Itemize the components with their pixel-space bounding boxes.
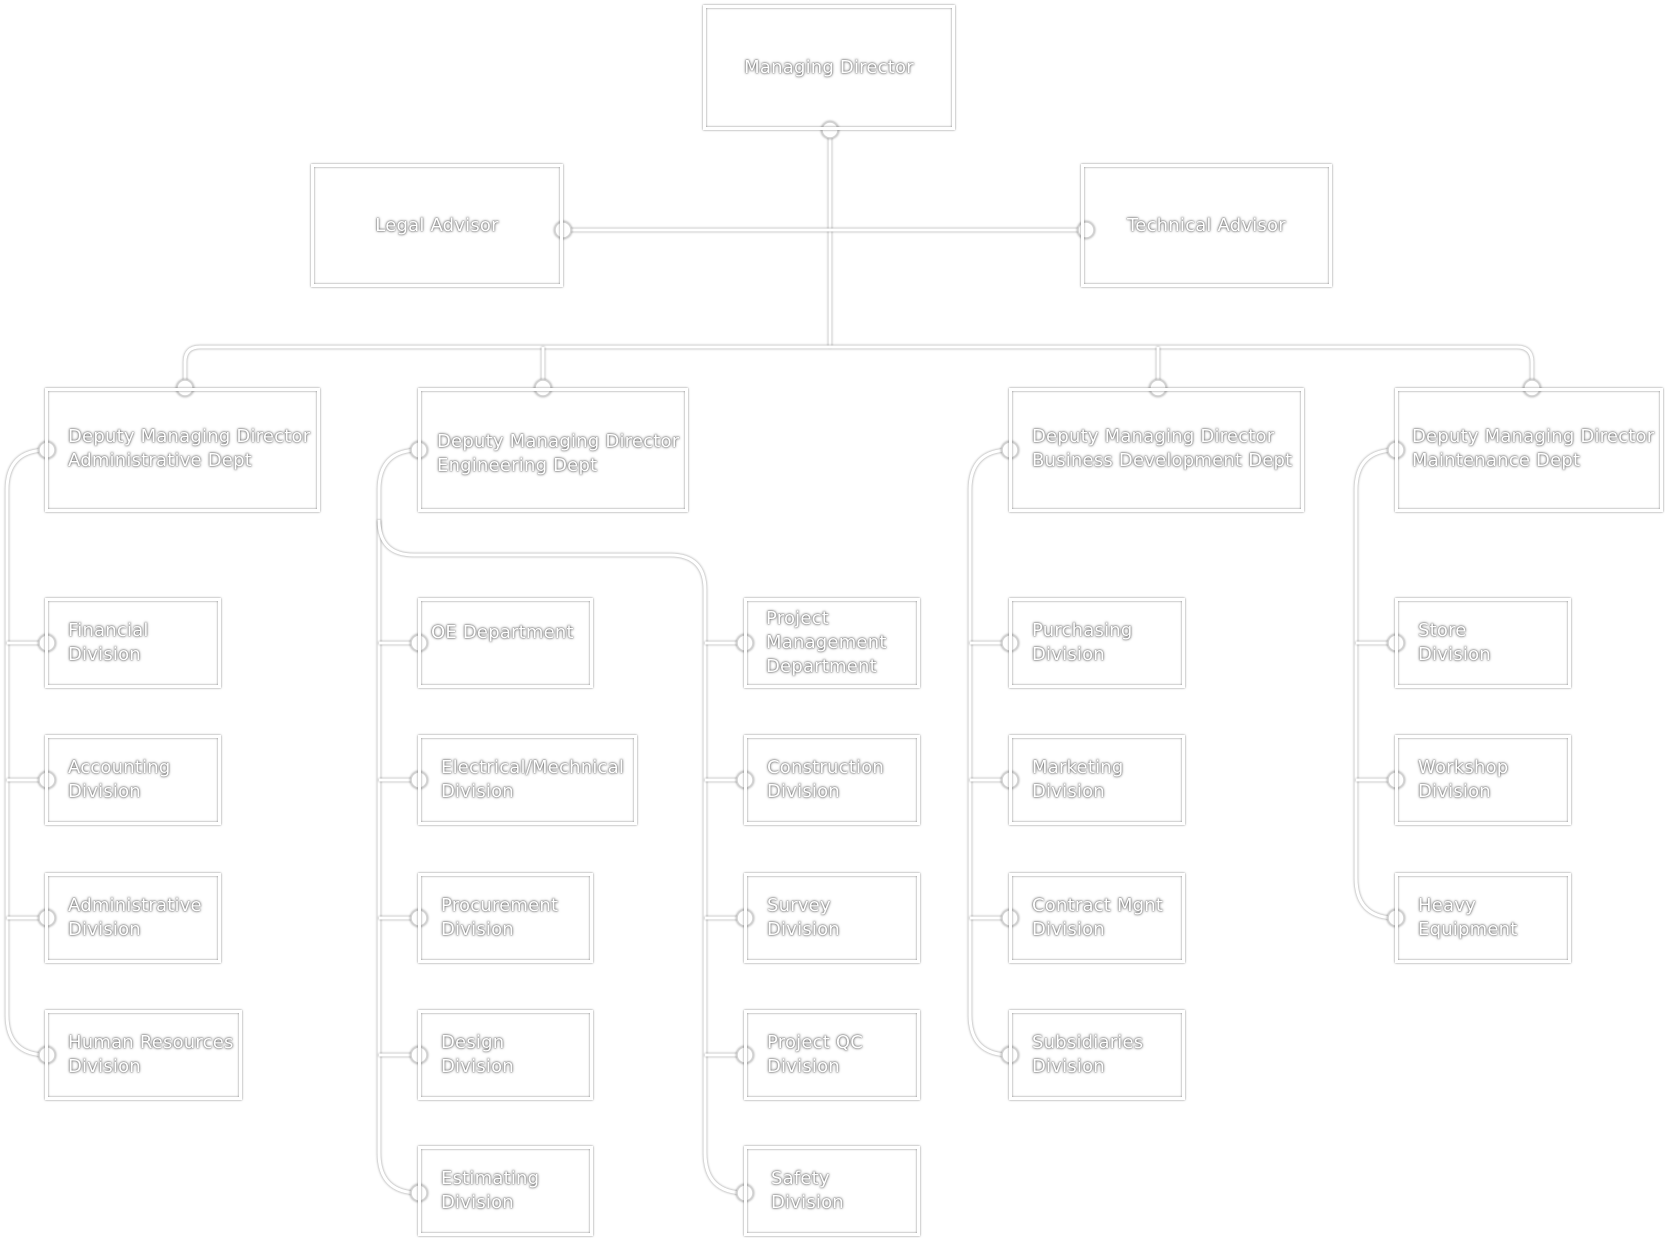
- survey-line2: Division: [767, 919, 840, 940]
- design-line1: Design: [441, 1032, 505, 1053]
- deputy-engineering-line2: Engineering Dept: [437, 455, 598, 476]
- project-qc-line2: Division: [767, 1056, 840, 1077]
- heavy-equipment-line2: Equipment: [1418, 919, 1518, 940]
- subsidiaries-line2: Division: [1032, 1056, 1105, 1077]
- marketing-line1: Marketing: [1032, 757, 1124, 778]
- subsidiaries-division-box[interactable]: Subsidiaries Division: [1009, 1010, 1185, 1100]
- accounting-line1: Accounting: [68, 757, 171, 778]
- heavy-equipment-box[interactable]: Heavy Equipment: [1395, 873, 1571, 963]
- electrical-line1: Electrical/Mechnical: [441, 757, 625, 778]
- accounting-division-box[interactable]: Accounting Division: [45, 735, 221, 825]
- design-division-box[interactable]: Design Division: [418, 1010, 593, 1100]
- workshop-line2: Division: [1418, 781, 1491, 802]
- connector-business-spine: [968, 448, 1011, 1057]
- connector-admin-spine: [5, 448, 48, 1057]
- managing-director-label: Managing Director: [744, 56, 914, 78]
- technical-advisor-label: Technical Advisor: [1127, 214, 1286, 236]
- deputy-maintenance-line2: Maintenance Dept: [1412, 450, 1581, 471]
- connector-maint-spine: [1354, 448, 1397, 920]
- survey-division-box[interactable]: Survey Division: [744, 873, 920, 963]
- procurement-line1: Procurement: [441, 895, 559, 916]
- deputy-business-box[interactable]: Deputy Managing Director Business Develo…: [1009, 388, 1304, 512]
- store-division-box[interactable]: Store Division: [1395, 598, 1571, 688]
- project-mgmt-line3: Department: [766, 656, 877, 677]
- subsidiaries-line1: Subsidiaries: [1032, 1032, 1144, 1053]
- estimating-division-box[interactable]: Estimating Division: [418, 1146, 593, 1236]
- legal-advisor-label: Legal Advisor: [375, 214, 499, 236]
- human-resources-line1: Human Resources: [68, 1032, 234, 1053]
- financial-line1: Financial: [68, 620, 149, 641]
- safety-line2: Division: [771, 1192, 844, 1213]
- legal-advisor-box[interactable]: Legal Advisor: [311, 164, 563, 287]
- construction-division-box[interactable]: Construction Division: [744, 735, 920, 825]
- deputy-maintenance-line1: Deputy Managing Director: [1412, 426, 1655, 447]
- store-line2: Division: [1418, 644, 1491, 665]
- connector-eng-spine-b: [377, 519, 746, 1195]
- technical-advisor-box[interactable]: Technical Advisor: [1081, 164, 1332, 287]
- workshop-division-box[interactable]: Workshop Division: [1395, 735, 1571, 825]
- purchasing-line2: Division: [1032, 644, 1105, 665]
- port-legal-advisor: [554, 221, 572, 239]
- financial-division-box[interactable]: Financial Division: [45, 598, 221, 688]
- electrical-division-box[interactable]: Electrical/Mechnical Division: [418, 735, 637, 825]
- project-mgmt-line2: Management: [766, 632, 887, 653]
- contract-line1: Contract Mgnt: [1032, 895, 1164, 916]
- deputy-business-line1: Deputy Managing Director: [1032, 426, 1275, 447]
- human-resources-line2: Division: [68, 1056, 141, 1077]
- project-management-department-box[interactable]: Project Management Department: [744, 598, 920, 688]
- electrical-line2: Division: [441, 781, 514, 802]
- administrative-division-box[interactable]: Administrative Division: [45, 873, 221, 963]
- port-managing-director: [821, 121, 839, 139]
- heavy-equipment-line1: Heavy: [1418, 895, 1476, 916]
- contract-line2: Division: [1032, 919, 1105, 940]
- estimating-line1: Estimating: [441, 1168, 540, 1189]
- purchasing-line1: Purchasing: [1032, 620, 1133, 641]
- accounting-line2: Division: [68, 781, 141, 802]
- deputy-admin-box[interactable]: Deputy Managing Director Administrative …: [45, 388, 320, 512]
- contract-mgnt-division-box[interactable]: Contract Mgnt Division: [1009, 873, 1185, 963]
- marketing-line2: Division: [1032, 781, 1105, 802]
- human-resources-division-box[interactable]: Human Resources Division: [45, 1010, 242, 1100]
- connector-eng-spine-a: [377, 448, 420, 1195]
- store-line1: Store: [1418, 620, 1467, 641]
- survey-line1: Survey: [767, 895, 831, 916]
- deputy-maintenance-box[interactable]: Deputy Managing Director Maintenance Dep…: [1395, 388, 1663, 512]
- procurement-line2: Division: [441, 919, 514, 940]
- construction-line2: Division: [767, 781, 840, 802]
- connector-deputy-bus: [183, 345, 1534, 388]
- purchasing-division-box[interactable]: Purchasing Division: [1009, 598, 1185, 688]
- project-qc-line1: Project QC: [767, 1032, 864, 1053]
- deputy-admin-line2: Administrative Dept: [68, 450, 252, 471]
- safety-line1: Safety: [771, 1168, 830, 1189]
- workshop-line1: Workshop: [1418, 757, 1509, 778]
- estimating-line2: Division: [441, 1192, 514, 1213]
- deputy-business-line2: Business Development Dept: [1032, 450, 1293, 471]
- deputy-engineering-line1: Deputy Managing Director: [437, 431, 680, 452]
- procurement-division-box[interactable]: Procurement Division: [418, 873, 593, 963]
- financial-line2: Division: [68, 644, 141, 665]
- oe-line1: OE Department: [431, 622, 574, 643]
- administrative-line1: Administrative: [68, 895, 202, 916]
- project-qc-division-box[interactable]: Project QC Division: [744, 1010, 920, 1100]
- deputy-admin-line1: Deputy Managing Director: [68, 426, 311, 447]
- design-line2: Division: [441, 1056, 514, 1077]
- administrative-line2: Division: [68, 919, 141, 940]
- marketing-division-box[interactable]: Marketing Division: [1009, 735, 1185, 825]
- oe-department-box[interactable]: OE Department: [418, 598, 593, 688]
- deputy-engineering-box[interactable]: Deputy Managing Director Engineering Dep…: [418, 388, 688, 512]
- project-mgmt-line1: Project: [766, 608, 829, 629]
- managing-director-box[interactable]: Managing Director: [703, 5, 955, 130]
- safety-division-box[interactable]: Safety Division: [744, 1146, 920, 1236]
- construction-line1: Construction: [767, 757, 885, 778]
